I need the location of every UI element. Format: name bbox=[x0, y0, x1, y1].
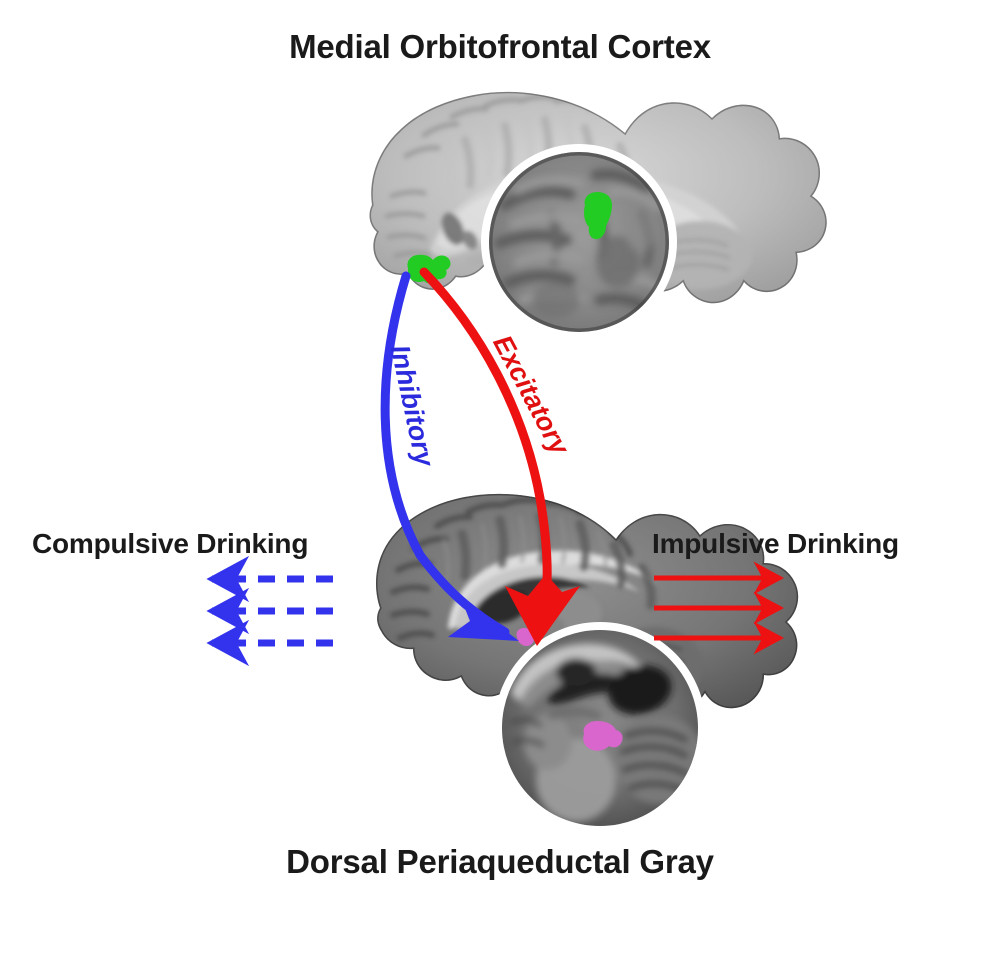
impulsive-drinking-arrows bbox=[654, 561, 785, 655]
compulsive-drinking-arrows bbox=[206, 555, 333, 667]
inhibitory-pathway-arrow bbox=[380, 271, 519, 641]
mofc-highlight-inset bbox=[584, 192, 612, 240]
dpag-highlight-inset bbox=[583, 721, 623, 751]
dpag-zoom-inset bbox=[494, 622, 706, 834]
compulsive-drinking-label: Compulsive Drinking bbox=[32, 528, 309, 559]
dpag-highlight-sagittal bbox=[516, 628, 535, 646]
mofc-highlight-sagittal bbox=[407, 254, 451, 284]
impulsive-drinking-label: Impulsive Drinking bbox=[652, 528, 899, 559]
mofc-zoom-inset bbox=[481, 144, 677, 340]
page-title-dpag: Dorsal Periaqueductal Gray bbox=[286, 843, 714, 880]
page-title-mofc: Medial Orbitofrontal Cortex bbox=[289, 28, 711, 65]
excitatory-pathway-arrow bbox=[419, 267, 580, 646]
